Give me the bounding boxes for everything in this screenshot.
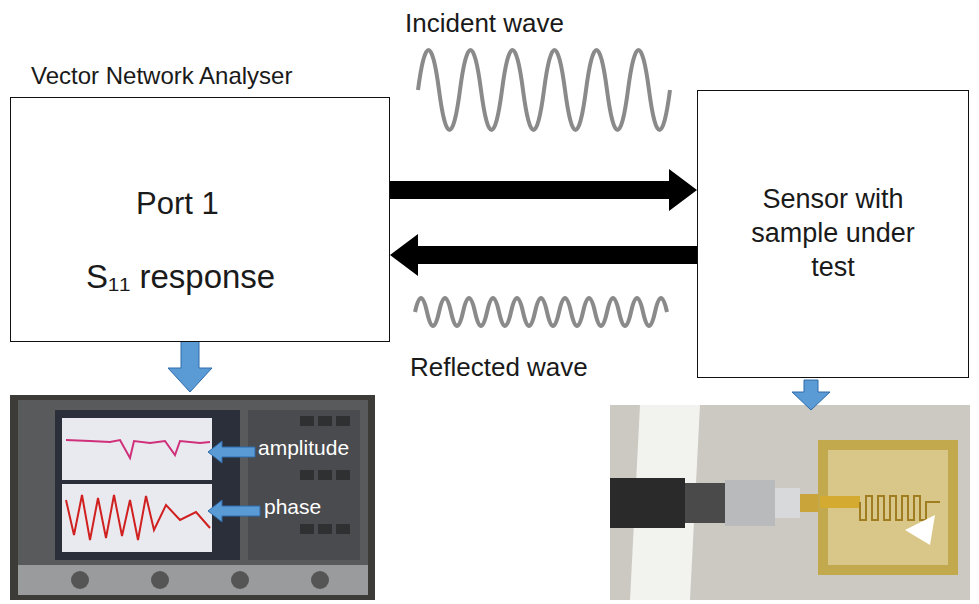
sensor-label: Sensor with sample under test [738,183,928,284]
pointer-arrow [792,380,830,410]
node-heading: Vector Network Analyser [31,62,292,90]
signal-arrow [390,169,697,211]
incident-wave [418,50,670,130]
vna-photo [10,395,375,600]
wave-label: Incident wave [405,8,564,39]
signal-arrow [390,234,697,276]
process-box: Vector Network AnalyserPort 1S₁₁ respons… [10,97,390,342]
process-box: Sensor with sample under test [697,90,969,378]
trace-label: phase [264,495,321,519]
trace-label: amplitude [258,436,349,460]
response-label: S₁₁ response [86,258,275,296]
sensor-photo [610,405,970,600]
wave-label: Reflected wave [410,352,588,383]
port-label: Port 1 [136,186,219,222]
reflected-wave [415,298,667,326]
